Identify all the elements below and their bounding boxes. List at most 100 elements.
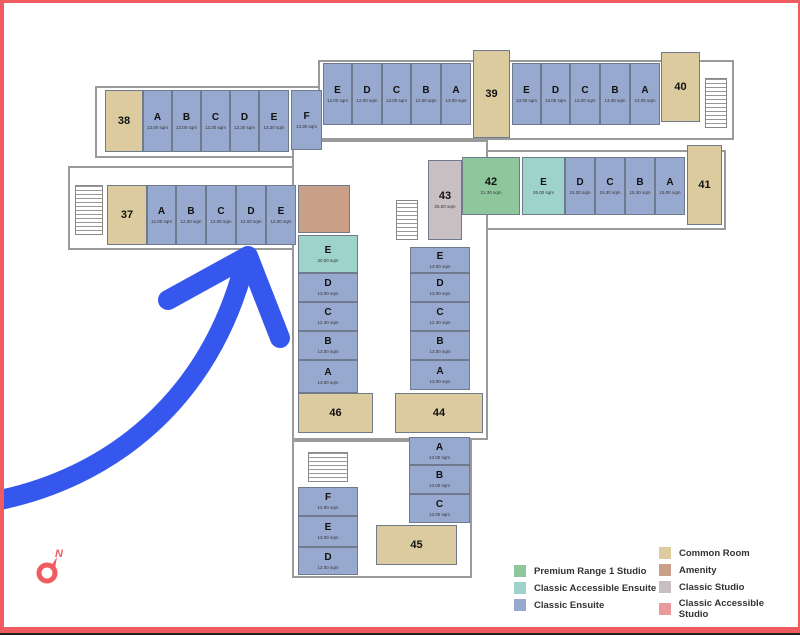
room-label: C xyxy=(436,307,444,318)
room-label: B xyxy=(611,84,619,96)
room-label: E xyxy=(277,205,285,217)
legend-item-common: Common Room xyxy=(659,547,750,559)
room-label: E xyxy=(324,244,332,256)
room-label: E xyxy=(334,84,341,96)
legend-label: Premium Range 1 Studio xyxy=(534,565,647,577)
legend-swatch xyxy=(659,564,671,576)
legend-item-accessible-ensuite: Classic Accessible Ensuite xyxy=(514,582,656,594)
legend-label: Classic Accessible Studio xyxy=(678,598,764,620)
room-ensuite: F 12.00 sqm xyxy=(298,487,358,516)
room-area: 20.00 sqm xyxy=(317,257,339,263)
room-label: F xyxy=(303,110,310,122)
room-label: C xyxy=(606,176,614,188)
legend-label: Common Room xyxy=(679,547,750,559)
room-area: 12.00 sqm xyxy=(317,505,339,510)
room-area: 13.00 sqm xyxy=(175,124,197,130)
legend-item-accessible-studio: Classic Accessible Studio xyxy=(659,598,794,620)
room-label: 46 xyxy=(329,406,342,419)
room-area: 13.00 sqm xyxy=(574,97,596,103)
room-label: F xyxy=(324,492,332,503)
room-label: A xyxy=(157,205,166,217)
room-area: 13.00 sqm xyxy=(146,124,168,130)
legend-label: Amenity xyxy=(679,564,717,576)
room-label: 45 xyxy=(410,538,423,551)
room-area: 13.00 sqm xyxy=(445,97,467,103)
room-common: 38 xyxy=(105,90,143,152)
room-common: 40 xyxy=(661,52,700,122)
room-label: A xyxy=(641,84,649,96)
room-area: 13.00 sqm xyxy=(515,97,537,103)
room-area: 12.00 sqm xyxy=(150,218,172,224)
room-area: 12.30 sqm xyxy=(317,320,339,325)
room-label: A xyxy=(324,367,332,378)
stairs-east xyxy=(705,78,727,128)
room-area: 13.00 sqm xyxy=(634,97,656,103)
room-amenity xyxy=(298,185,350,233)
room-label: D xyxy=(324,551,332,563)
room-label: D xyxy=(363,84,371,96)
room-label: C xyxy=(581,84,589,96)
room-label: C xyxy=(211,111,220,123)
room-label: D xyxy=(576,176,584,188)
room-label: E xyxy=(540,176,547,188)
room-label: D xyxy=(551,84,560,96)
room-label: A xyxy=(436,365,444,377)
room-area: 26.00 sqm xyxy=(532,189,554,195)
legend-item-ensuite: Classic Ensuite xyxy=(514,599,604,611)
room-area: 13.00 sqm xyxy=(317,291,339,296)
room-label: A xyxy=(153,111,162,123)
room-area: 12.00 sqm xyxy=(317,564,339,570)
room-label: 44 xyxy=(432,406,446,419)
room-label: C xyxy=(324,307,332,318)
room-area: 13.00 sqm xyxy=(429,263,451,269)
room-common: 39 xyxy=(473,50,510,138)
room-label: B xyxy=(324,336,332,347)
room-area: 12.00 sqm xyxy=(210,218,232,224)
room-area: 15.00 sqm xyxy=(659,189,681,195)
room-area: 21.30 sqm xyxy=(480,190,502,195)
legend-swatch xyxy=(514,582,526,594)
room-label: B xyxy=(436,336,444,347)
legend-swatch xyxy=(659,547,671,559)
room-area: 13.00 sqm xyxy=(317,380,339,385)
room-common: 41 xyxy=(687,145,722,225)
room-area: 12.00 sqm xyxy=(356,97,378,103)
room-label: C xyxy=(217,205,225,217)
room-label: B xyxy=(435,470,444,481)
room-area: 13.00 sqm xyxy=(544,97,566,103)
room-common: 46 xyxy=(298,393,373,433)
room-label: D xyxy=(247,205,255,217)
room-label: E xyxy=(270,111,278,123)
room-area: 13.30 sqm xyxy=(263,124,285,130)
room-label: 37 xyxy=(120,208,134,221)
stairs-west xyxy=(75,185,103,235)
legend-swatch xyxy=(659,603,671,615)
room-area: 13.30 sqm xyxy=(295,123,317,129)
room-area: 13.00 sqm xyxy=(326,97,348,103)
room-area: 13.00 sqm xyxy=(429,349,451,354)
room-area: 12.00 sqm xyxy=(415,97,437,103)
room-label: D xyxy=(436,278,444,289)
room-label: B xyxy=(182,111,191,123)
